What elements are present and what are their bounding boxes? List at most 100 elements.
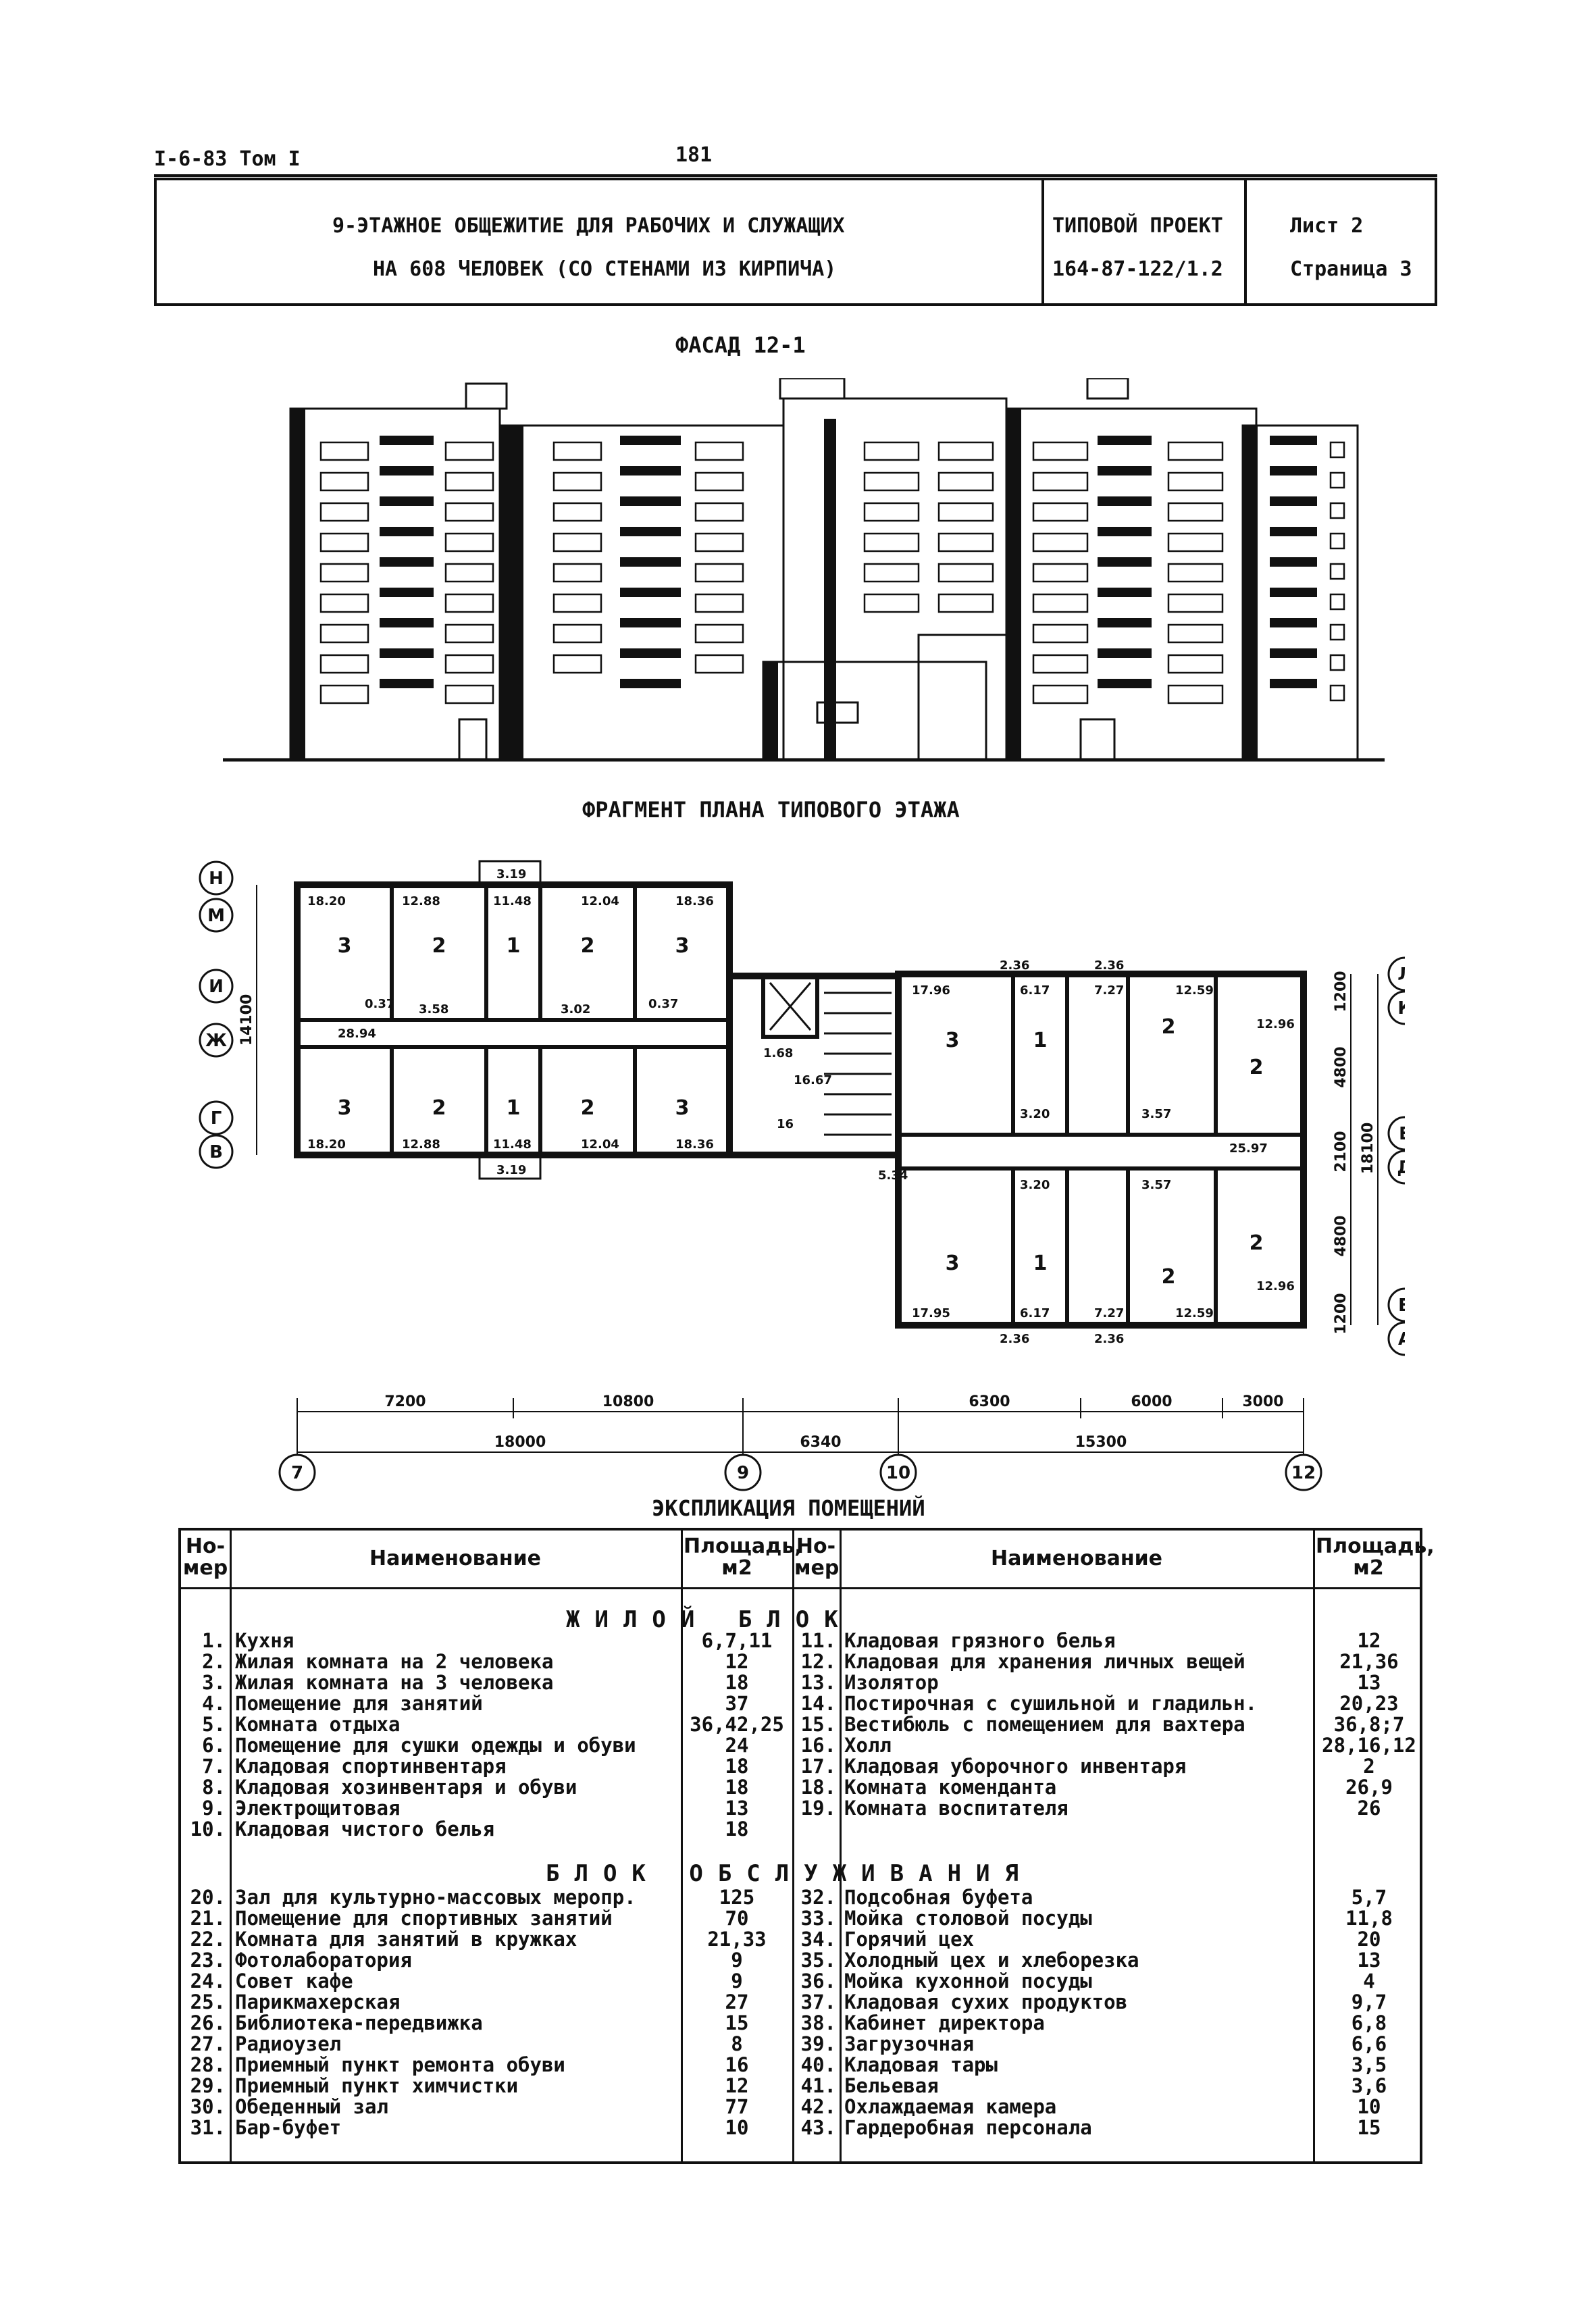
row-name: Электрощитовая [235, 1798, 401, 1819]
page-label: Страница 3 [1290, 257, 1412, 281]
page-number: 181 [675, 143, 713, 167]
row-area: 28,16,12 [1322, 1734, 1416, 1757]
row-area: 26,9 [1345, 1776, 1393, 1799]
axis-label-left-1: М [207, 906, 225, 926]
area-label: 17.96 [912, 983, 950, 998]
header-name: Наименование [369, 1547, 541, 1570]
row-name: Кухня [235, 1630, 294, 1651]
row-number: 18. [800, 1776, 836, 1799]
row-area: 13 [1357, 1671, 1381, 1694]
room-number: 1 [507, 1096, 521, 1120]
area-label: 3.20 [1020, 1178, 1050, 1192]
row-area: 9 [731, 1949, 743, 1972]
area-label: 12.96 [1256, 1279, 1295, 1293]
row-name: Охлаждаемая камера [844, 2097, 1057, 2117]
row-number: 11. [800, 1629, 836, 1652]
area-label: 12.88 [402, 1137, 440, 1152]
row-name: Приемный пункт химчистки [235, 2076, 519, 2097]
row-name: Вестибюль с помещением для вахтера [844, 1714, 1245, 1735]
row-number: 28. [190, 2053, 226, 2076]
row-number: 12. [800, 1650, 836, 1673]
room-number: 3 [338, 934, 352, 958]
row-name: Жилая комната на 3 человека [235, 1672, 554, 1693]
area-label: 2.36 [1000, 1332, 1029, 1346]
row-area: 10 [725, 2116, 749, 2139]
row-name: Комната отдыха [235, 1714, 401, 1735]
axis-label-right-5: А [1398, 1329, 1405, 1349]
row-area: 15 [725, 2011, 749, 2034]
dim-6300: 6300 [969, 1393, 1010, 1410]
row-area: 37 [725, 1692, 749, 1715]
row-area: 9 [731, 1970, 743, 1992]
row-area: 6,6 [1351, 2032, 1387, 2055]
row-number: 42. [800, 2095, 836, 2118]
row-number: 10. [190, 1818, 226, 1841]
row-area: 20,23 [1339, 1692, 1399, 1715]
row-area: 13 [725, 1797, 749, 1820]
axis-label-bottom-2: 10 [886, 1463, 910, 1483]
row-area: 10 [1357, 2095, 1381, 2118]
row-number: 25. [190, 1990, 226, 2013]
axis-label-bottom-1: 9 [737, 1463, 749, 1483]
header-area-right: Площадь, м2 [1316, 1535, 1435, 1580]
area-label: 11.48 [493, 894, 532, 908]
room-number: 3 [675, 1096, 690, 1120]
row-number: 1. [202, 1629, 226, 1652]
row-area: 5,7 [1351, 1886, 1387, 1909]
row-name: Кладовая грязного белья [844, 1630, 1116, 1651]
document-reference: I-6-83 Том I [154, 147, 301, 171]
row-number: 24. [190, 1970, 226, 1992]
row-number: 14. [800, 1692, 836, 1715]
row-number: 33. [800, 1907, 836, 1930]
dim-right-1200-top: 1200 [1333, 971, 1349, 1012]
row-name: Кабинет директора [844, 2013, 1045, 2034]
dim-15300: 15300 [1075, 1434, 1127, 1451]
title-block: 9-ЭТАЖНОЕ ОБЩЕЖИТИЕ ДЛЯ РАБОЧИХ И СЛУЖАЩ… [154, 178, 1437, 306]
row-number: 21. [190, 1907, 226, 1930]
dim-right-2100: 2100 [1333, 1131, 1349, 1172]
row-area: 18 [725, 1776, 749, 1799]
area-label: 28.94 [338, 1027, 376, 1041]
row-area: 12 [725, 2074, 749, 2097]
row-area: 21,36 [1339, 1650, 1399, 1673]
row-number: 23. [190, 1949, 226, 1972]
row-name: Помещение для сушки одежды и обуви [235, 1735, 636, 1756]
row-name: Бар-буфет [235, 2117, 342, 2138]
room-number: 3 [946, 1252, 960, 1275]
area-label: 1.68 [763, 1046, 793, 1060]
row-name: Комната для занятий в кружках [235, 1929, 577, 1950]
row-area: 24 [725, 1734, 749, 1757]
row-name: Мойка столовой посуды [844, 1908, 1092, 1929]
sheet-number: Лист 2 [1290, 214, 1364, 238]
sheet-cell: Лист 2 Страница 3 [1244, 180, 1437, 303]
area-label: 11.48 [493, 1137, 532, 1152]
room-number: 1 [1033, 1252, 1048, 1275]
row-number: 29. [190, 2074, 226, 2097]
row-name: Кладовая хозинвентаря и обуви [235, 1777, 577, 1798]
area-label: 3.57 [1141, 1107, 1171, 1121]
room-number: 3 [338, 1096, 352, 1120]
row-area: 6,7,11 [701, 1629, 773, 1652]
header-number: Но-мер [182, 1535, 228, 1580]
area-label: 5.34 [878, 1168, 908, 1183]
dim-6000: 6000 [1131, 1393, 1172, 1410]
project-label: ТИПОВОЙ ПРОЕКТ [1052, 214, 1223, 238]
row-name: Кладовая для хранения личных вещей [844, 1651, 1245, 1672]
row-name: Кладовая чистого белья [235, 1819, 495, 1840]
row-number: 27. [190, 2032, 226, 2055]
area-label: 2.36 [1094, 1332, 1124, 1346]
row-name: Кладовая уборочного инвентаря [844, 1756, 1187, 1777]
dim-14100: 14100 [238, 994, 255, 1046]
row-number: 39. [800, 2032, 836, 2055]
floor-plan: Н М И Ж Г В Л К Е Д Б А 7 9 10 12 7200 1… [199, 860, 1405, 1491]
room-number: 1 [507, 934, 521, 958]
facade-drawing [223, 378, 1385, 762]
axis-label-bottom-0: 7 [291, 1463, 303, 1483]
area-label: 16.67 [794, 1073, 832, 1087]
row-area: 125 [719, 1886, 755, 1909]
room-number: 2 [432, 1096, 446, 1120]
row-area: 21,33 [707, 1928, 767, 1951]
dim-7200: 7200 [384, 1393, 426, 1410]
area-label: 18.36 [675, 894, 714, 908]
row-name: Жилая комната на 2 человека [235, 1651, 554, 1672]
